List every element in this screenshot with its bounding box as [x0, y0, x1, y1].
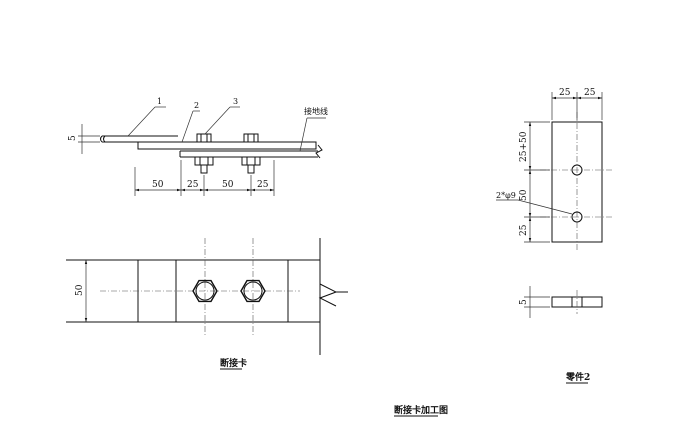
- side-dim-0: 50: [152, 180, 164, 190]
- part2-dim-left-2: 25: [519, 224, 529, 236]
- plan-view: 50 断接卡: [66, 238, 348, 370]
- plan-dim-width: 50: [75, 284, 85, 296]
- part2-hole-note: 2*φ9: [496, 191, 516, 200]
- callout-1: 1: [157, 97, 162, 106]
- ground-wire-label: 接地线: [304, 106, 328, 116]
- part2-caption: 零件2: [565, 371, 590, 383]
- part2-view: 25 25 25+50 50 25 2*φ9 5 零件2: [496, 88, 612, 384]
- bolt-side-left: [194, 133, 214, 174]
- hex-nut-left: [192, 279, 218, 303]
- part2-hole-bottom: [571, 211, 583, 223]
- part2-dim-left-1: 50: [519, 189, 529, 201]
- sheet-title: 断接卡加工图: [394, 404, 448, 416]
- part2-dim-top-1: 25: [584, 88, 596, 98]
- flat-bar-1: [100, 135, 178, 143]
- side-dim-3: 25: [257, 180, 269, 190]
- part2-hole-top: [571, 164, 583, 176]
- callout-2: 2: [194, 101, 199, 110]
- part2-dim-left-0: 25+50: [519, 131, 529, 162]
- part2-plate-side: [137, 141, 317, 150]
- side-dim-thickness: 5: [68, 135, 78, 141]
- part2-dim-thickness: 5: [519, 299, 529, 305]
- side-dim-1: 25: [187, 180, 199, 190]
- side-dim-2: 50: [222, 180, 234, 190]
- part2-dim-top-0: 25: [559, 88, 571, 98]
- hex-nut-right: [240, 279, 266, 303]
- side-view: 1 2 3 接地线 5 50 25 50 25: [68, 97, 328, 196]
- bolt-side-right: [241, 133, 261, 174]
- callout-3: 3: [233, 97, 238, 106]
- plan-caption: 断接卡: [220, 357, 247, 369]
